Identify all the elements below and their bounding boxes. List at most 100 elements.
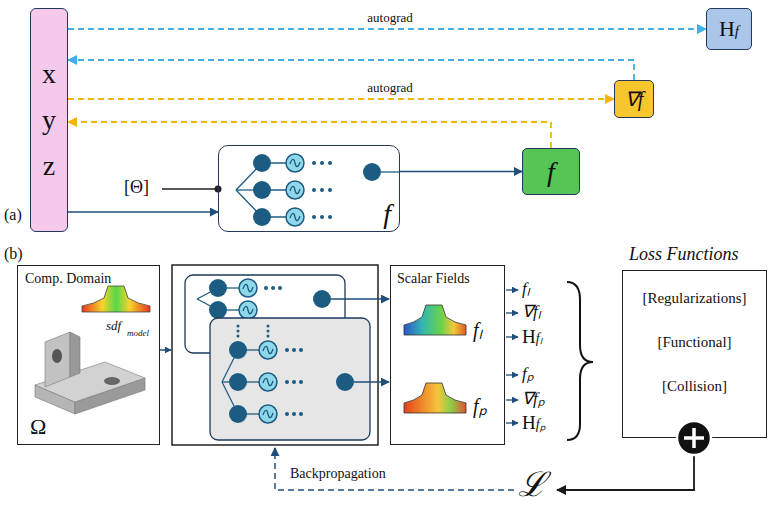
backprop-label: Backpropagation	[290, 466, 386, 483]
network-a-part-part	[253, 181, 271, 199]
node-text: Loss Functions	[629, 244, 739, 266]
network-b-part	[239, 279, 257, 297]
network-a-part	[162, 188, 216, 190]
network-b-part	[331, 298, 389, 300]
domain-illustration	[35, 286, 171, 414]
network-a-part-part	[320, 188, 324, 192]
sum-symbol-part	[677, 421, 711, 455]
network-box: f	[218, 145, 400, 232]
network-b-part-part	[209, 301, 227, 319]
node-text: Comp. Domain	[25, 271, 111, 288]
network-a-part-part	[363, 163, 381, 181]
node-text: x y z	[42, 51, 56, 189]
network-a-part	[286, 181, 304, 199]
edge-label: autograd	[365, 80, 414, 96]
gradient-box: ∇f	[614, 80, 654, 118]
network-b-part-part	[336, 373, 354, 391]
network-a-part-part	[328, 215, 332, 219]
output-label: Hfₚ	[522, 412, 546, 435]
network-b-part	[237, 325, 270, 338]
input-box: x y z	[30, 8, 68, 232]
output-arrows	[506, 290, 518, 423]
node-text: f	[547, 155, 555, 189]
network-b-part-part	[292, 412, 296, 416]
network-b-part-part	[237, 335, 240, 338]
network-b-part-part	[299, 412, 303, 416]
network-b-part-part	[229, 373, 247, 391]
network-b-part	[209, 279, 331, 319]
network-a-part-part	[320, 215, 324, 219]
connector	[68, 211, 218, 213]
node-text: Hf	[719, 16, 739, 42]
network-a-part-part	[253, 154, 271, 172]
network-a-part-part	[253, 208, 271, 226]
loss-box: Loss Functions[Regularizations][Function…	[622, 270, 767, 438]
output-label: fₚ	[522, 364, 534, 384]
network-b-part-part	[229, 405, 247, 423]
brace	[567, 282, 593, 440]
backprop-line	[275, 448, 514, 490]
output-arrows-part	[506, 374, 518, 375]
parameter-label: [Θ]	[124, 177, 149, 199]
network-a-part-part	[328, 188, 332, 192]
node-text: [Functional]	[657, 333, 731, 351]
network-a-part	[286, 154, 304, 172]
panel-label: (b)	[4, 244, 23, 263]
network-b-part	[259, 373, 277, 391]
node-text: f	[383, 197, 391, 231]
network-b-part-part	[267, 335, 270, 338]
network-b-part	[259, 341, 277, 359]
network-b-part-part	[299, 380, 303, 384]
scalar-field-shapes-part	[404, 305, 466, 335]
network-b-part	[239, 301, 257, 319]
network-b-part-part	[313, 290, 331, 308]
network-b-part-part	[267, 325, 270, 328]
sum-symbol	[677, 421, 711, 455]
node-text: [Collision]	[662, 377, 727, 395]
output-arrows-part	[506, 422, 518, 423]
output-label: ∇fₚ	[522, 389, 545, 409]
loss-line	[557, 454, 694, 490]
loss-symbol: ℒ	[518, 464, 546, 505]
network-b-part	[354, 381, 389, 383]
node-text: ∇f	[625, 87, 644, 111]
output-arrows-part	[506, 289, 518, 290]
node-text: model	[127, 328, 149, 339]
output-arrows-part	[506, 336, 518, 337]
domain-illustration-part	[160, 349, 171, 351]
network-b	[172, 265, 389, 445]
node-text: [Regularizations]	[642, 289, 746, 307]
network-b-part-part	[237, 325, 240, 328]
network-b-part	[259, 405, 277, 423]
domain-box: Comp. DomainsdfmodelΩ	[17, 265, 160, 445]
network-b-part-part	[229, 341, 247, 359]
connector	[68, 28, 706, 30]
node-text: fₗ	[473, 318, 482, 342]
network-b-part-part	[209, 279, 227, 297]
network-b-part-part	[299, 348, 303, 352]
network-b-part	[229, 341, 354, 423]
sum-symbol-part	[684, 436, 704, 440]
network-a-part-part	[320, 161, 324, 165]
network-b-part-part	[285, 348, 289, 352]
scalar-field-shapes-part	[404, 383, 466, 413]
network-a-part-part	[381, 171, 400, 172]
network-a-part-part	[312, 215, 316, 219]
scalar-field-shapes	[404, 305, 466, 413]
domain-illustration-part	[104, 377, 120, 385]
network-a-part-part	[328, 161, 332, 165]
network-b-part	[172, 265, 378, 445]
node-text: Ω	[30, 414, 46, 440]
network-a	[162, 154, 400, 226]
network-b-part-part	[285, 380, 289, 384]
network-b-part-part	[264, 286, 268, 290]
output-label: fₗ	[522, 279, 530, 299]
network-b-part-part	[237, 330, 240, 333]
network-a-part	[286, 208, 304, 226]
field-box: f	[522, 148, 580, 195]
fields-box: Scalar Fieldsfₗfₚ	[390, 265, 505, 445]
domain-illustration-part	[52, 349, 62, 363]
output-arrows-part	[506, 312, 518, 313]
network-b-part-part	[278, 286, 282, 290]
network-b-part-part	[267, 330, 270, 333]
